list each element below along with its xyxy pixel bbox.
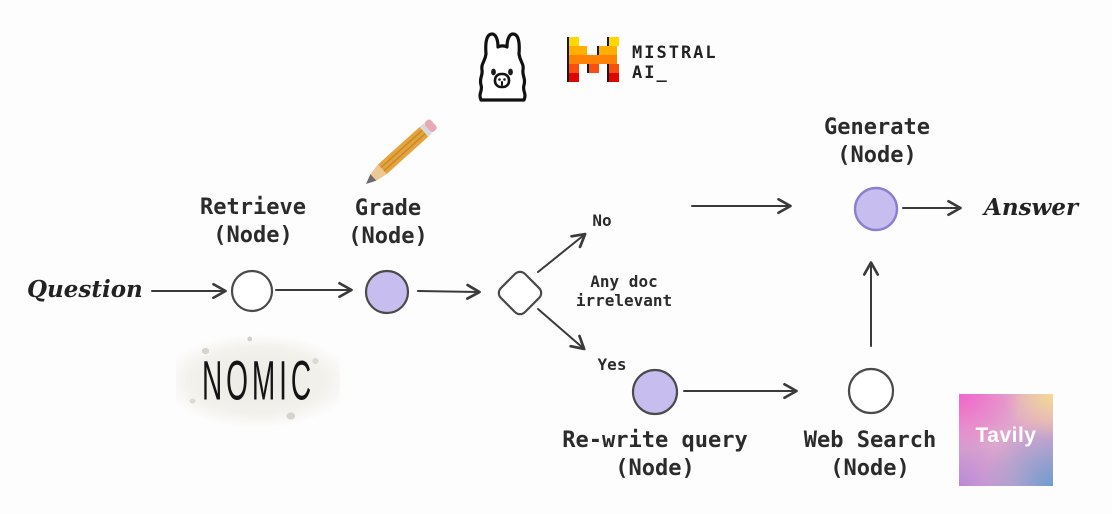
mistral-logo-cell [607, 46, 617, 55]
generate-node-title: Generate [824, 115, 930, 140]
mistral-logo-cell [567, 46, 579, 55]
mistral-logo-cell [587, 55, 597, 64]
generate-node-circle [853, 186, 899, 232]
nomic-logo-text: NOMIC [201, 348, 315, 412]
mistral-logo-cell [587, 37, 597, 46]
mistral-logo-cell [607, 37, 619, 46]
mistral-logo-cell [607, 55, 617, 64]
decision-diamond [497, 270, 543, 316]
mistral-logo-icon [567, 37, 619, 82]
tavily-logo: Tavily [959, 394, 1053, 486]
mistral-logo-cell [567, 37, 579, 46]
answer-label: Answer [984, 194, 1079, 221]
decision-condition: Any doc irrelevant [576, 272, 672, 310]
ollama-llama-icon [478, 32, 527, 102]
tavily-logo-text: Tavily [975, 424, 1037, 447]
mistral-logo-cell [577, 55, 587, 64]
rewrite-node-subtitle: (Node) [615, 456, 695, 481]
mistral-logo-cell [597, 37, 607, 46]
mistral-wordmark: MISTRAL AI_ [632, 43, 718, 83]
mistral-logo-cell [567, 55, 579, 64]
mistral-logo-cell [597, 46, 609, 55]
nomic-logo: NOMIC [176, 331, 340, 431]
mistral-logo-cell [607, 73, 619, 82]
retrieve-node-subtitle: (Node) [213, 223, 293, 248]
mistral-logo-cell [597, 64, 607, 73]
mistral-logo-cell [587, 64, 599, 73]
rewrite-node-title: Re-write query [562, 428, 748, 453]
edge-grade-to-decision [417, 283, 481, 300]
grade-node-circle [364, 269, 410, 315]
pencil-icon [366, 119, 437, 184]
websearch-node-circle [847, 367, 895, 415]
mistral-logo-cell [567, 73, 579, 82]
decision-condition-line1: Any doc [590, 272, 658, 291]
mistral-logo-cell [577, 64, 587, 73]
grade-node-subtitle: (Node) [348, 224, 428, 249]
question-label: Question [27, 276, 143, 303]
retrieve-node-title: Retrieve [200, 195, 306, 220]
mistral-wordmark-line2: AI_ [632, 63, 669, 83]
mistral-logo-cell [597, 55, 607, 64]
decision-no-label: No [592, 211, 612, 230]
decision-condition-line2: irrelevant [575, 291, 673, 310]
grade-node-title: Grade [354, 196, 422, 221]
mistral-logo-cell [567, 64, 579, 73]
websearch-node-title: Web Search [803, 428, 937, 453]
websearch-node-subtitle: (Node) [830, 456, 910, 481]
edge-decision-to-yes [537, 308, 586, 351]
mistral-logo-cell [577, 37, 587, 46]
mistral-logo-cell [577, 46, 587, 55]
mistral-logo-cell [597, 73, 607, 82]
mistral-logo-cell [587, 46, 597, 55]
mistral-logo-cell [587, 73, 597, 82]
generate-node-subtitle: (Node) [837, 143, 917, 168]
retrieve-node-circle [230, 269, 274, 313]
mistral-logo-cell [577, 73, 587, 82]
rewrite-node-circle [631, 368, 679, 416]
decision-yes-label: Yes [597, 355, 627, 374]
mistral-wordmark-line1: MISTRAL [632, 43, 718, 63]
edge-decision-to-no [537, 232, 587, 273]
mistral-logo-cell [607, 64, 619, 73]
